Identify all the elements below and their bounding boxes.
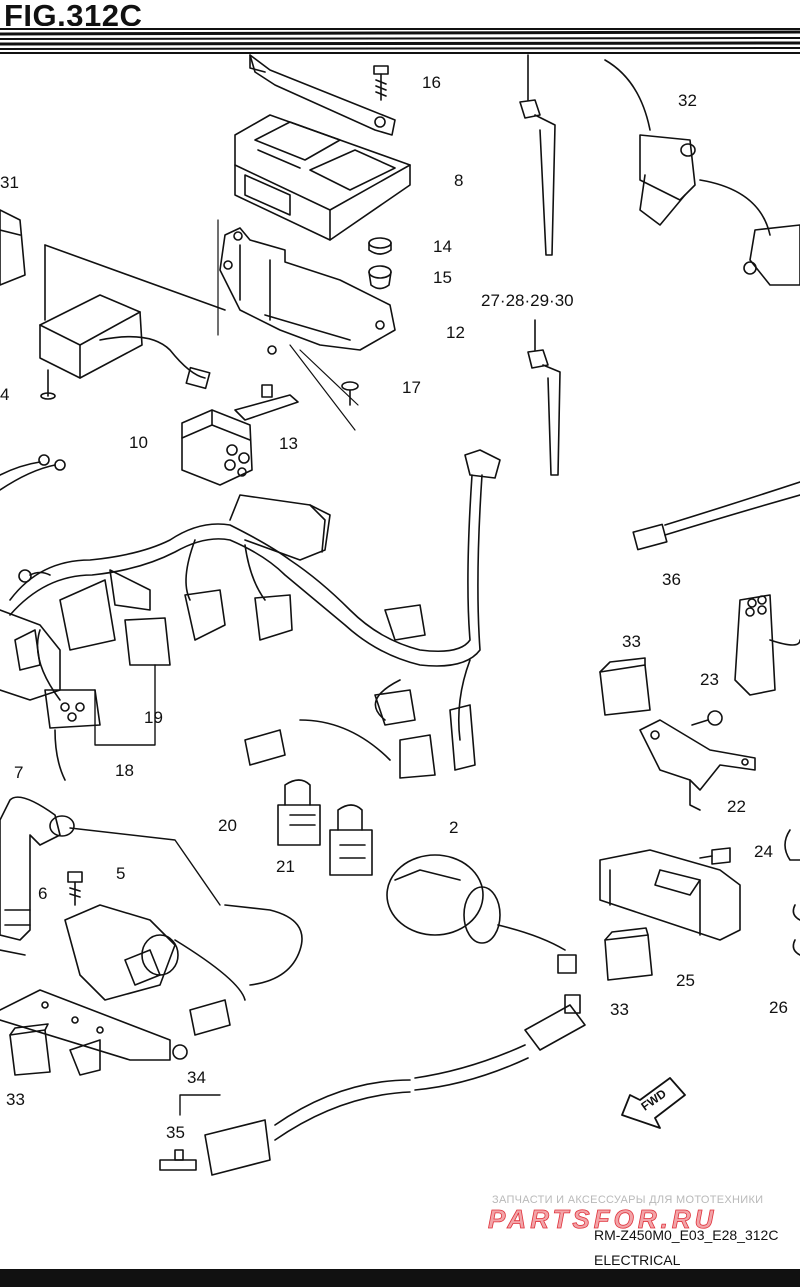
bracket-22: [639, 719, 756, 811]
grommet-15: [368, 265, 392, 290]
main-harness: [0, 449, 501, 781]
callout-25: 25: [676, 971, 695, 990]
switch-32: [604, 59, 800, 286]
callout-34: 34: [187, 1068, 206, 1087]
leader-line: [44, 244, 226, 311]
bolt-24: [699, 847, 731, 865]
callout-18: 18: [115, 761, 134, 780]
svg-text:PARTSFOR.RU: PARTSFOR.RU: [488, 1206, 717, 1232]
callout-32: 32: [678, 91, 697, 110]
callout-13: 13: [279, 434, 298, 453]
cable-tie-27-30: [527, 319, 561, 476]
callout-8: 8: [454, 171, 464, 190]
partial-part: [784, 829, 800, 861]
callout-15: 15: [433, 268, 452, 287]
plug-cap-7: [0, 796, 75, 956]
callout-16: 16: [422, 73, 441, 92]
grommet-14: [368, 237, 392, 255]
ecu-bracket-top: [249, 54, 396, 136]
callout-6: 6: [38, 884, 48, 903]
callout-2: 2: [449, 818, 459, 837]
callout-10: 10: [129, 433, 148, 452]
bolt-17: [341, 381, 359, 406]
watermark-text: ЗАПЧАСТИ И АКСЕССУАРЫ ДЛЯ МОТОТЕХНИКИ: [492, 1194, 764, 1206]
coil-bracket: [0, 989, 188, 1076]
pad-33-left: [9, 1023, 51, 1076]
coupler-right: [734, 594, 800, 696]
callout-5: 5: [116, 864, 126, 883]
callout-19: 19: [144, 708, 163, 727]
header-band: [0, 26, 800, 56]
callout-23: 23: [700, 670, 719, 689]
screw-6: [67, 871, 83, 906]
callout-14: 14: [433, 237, 452, 256]
harness-34: [204, 994, 586, 1176]
callout-12: 12: [446, 323, 465, 342]
callout-36: 36: [662, 570, 681, 589]
bottom-bar: [0, 1269, 800, 1287]
fwd-arrow-icon: [621, 1077, 686, 1129]
callout-7: 7: [14, 763, 24, 782]
callout-20: 20: [218, 816, 237, 835]
regulator-31: [0, 209, 26, 286]
bolt-4: [40, 369, 56, 400]
callout-26: 26: [769, 998, 788, 1017]
connector-10: [181, 409, 253, 486]
callout-35: 35: [166, 1123, 185, 1142]
callout-22: 22: [727, 797, 746, 816]
callout-31: 31: [0, 173, 19, 192]
fuse-35: [159, 1149, 197, 1171]
bolt-23: [691, 710, 723, 726]
clip-13: [234, 384, 299, 421]
sensor-2: [386, 854, 577, 974]
callout-4: 4: [0, 385, 10, 404]
watermark-logo: PARTSFOR.RU: [488, 1206, 717, 1232]
ecu-mount-bracket: [219, 227, 396, 355]
ecu-unit: [234, 114, 411, 241]
callout-24: 24: [754, 842, 773, 861]
callout-17: 17: [402, 378, 421, 397]
relay-21: [329, 804, 373, 876]
relay-left: [39, 294, 211, 390]
callout-33-right: 33: [622, 632, 641, 651]
callout-33-left: 33: [6, 1090, 25, 1109]
callout-27-30: 27·28·29·30: [481, 291, 574, 310]
pad-33-bottom: [604, 927, 653, 981]
wire-36: [632, 481, 800, 551]
leader-18-19: [94, 664, 156, 746]
ignition-coil-5: [64, 904, 303, 1036]
pad-33-right: [599, 657, 651, 716]
callout-21: 21: [276, 857, 295, 876]
ground-wire-left: [0, 454, 66, 491]
bolt-16: [373, 65, 389, 101]
section-name: ELECTRICAL: [594, 1252, 681, 1268]
callout-33-bottom: 33: [610, 1000, 629, 1019]
cable-tie-top: [519, 54, 556, 256]
bracket-25: [599, 849, 741, 941]
relay-20: [277, 779, 321, 846]
model-code: RM-Z450M0_E03_E28_312C: [594, 1227, 779, 1243]
